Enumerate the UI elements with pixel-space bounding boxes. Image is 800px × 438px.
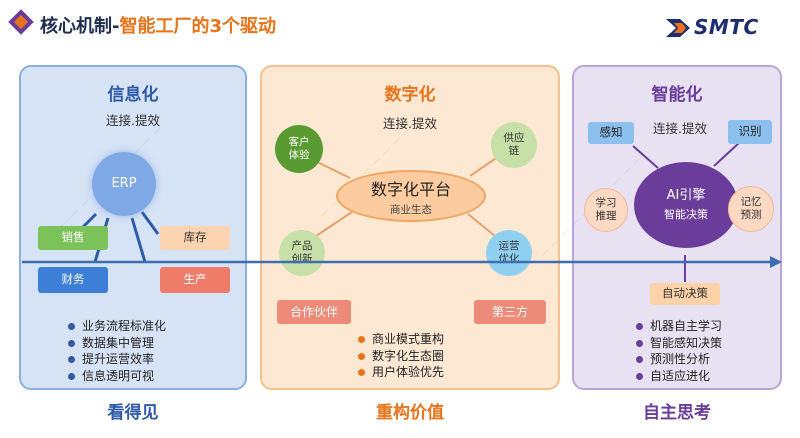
- node-customer-experience: 客户 体验: [275, 125, 323, 173]
- smtc-logo-mark-icon: [666, 19, 690, 37]
- chip-finance: 财务: [38, 267, 108, 293]
- info-subtitle: 连接.提效: [106, 113, 160, 128]
- node-memory-prediction: 记忆 预测: [728, 186, 774, 232]
- smart-bullet-list: 机器自主学习 智能感知决策 预测性分析 自适应进化: [636, 318, 722, 384]
- company-logo: SMTC: [694, 15, 759, 39]
- chip-recognition: 识别: [728, 120, 772, 144]
- info-bullet: 信息透明可视: [68, 368, 166, 385]
- chip-finance-label: 财务: [61, 272, 85, 287]
- title-accent: 智能工厂的3个驱动: [119, 16, 277, 37]
- title-prefix: 核心机制-: [40, 16, 120, 37]
- chip-perception-label: 感知: [599, 125, 623, 140]
- chip-third-label: 第三方: [491, 305, 528, 319]
- ai-engine-title: AI引擎: [666, 188, 706, 203]
- digital-bullet-list: 商业模式重构 数字化生态圈 用户体验优先: [358, 331, 444, 381]
- panel-digitalization: [260, 65, 560, 390]
- info-footer: 看得见: [107, 403, 159, 423]
- node-learning-label: 学习 推理: [595, 196, 617, 222]
- chip-inventory-label: 库存: [183, 230, 207, 245]
- smart-bullet: 机器自主学习: [636, 318, 722, 335]
- info-bullet: 数据集中管理: [68, 335, 166, 352]
- chip-partner-label: 合作伙伴: [289, 305, 338, 319]
- chip-auto-decision: 自动决策: [650, 283, 720, 305]
- node-customer-label: 客户 体验: [288, 135, 310, 161]
- node-learning-reasoning: 学习 推理: [584, 188, 628, 232]
- smart-footer: 自主思考: [643, 403, 711, 423]
- digital-bullet: 数字化生态圈: [358, 348, 444, 365]
- digital-platform-title: 数字化平台: [370, 179, 451, 199]
- info-bullet: 业务流程标准化: [68, 318, 166, 335]
- node-supply-label: 供应 链: [503, 131, 525, 157]
- node-memory-label: 记忆 预测: [740, 195, 762, 221]
- digital-bullet: 用户体验优先: [358, 364, 444, 381]
- ai-engine-sub: 智能决策: [664, 208, 708, 222]
- smart-bullet: 智能感知决策: [636, 335, 722, 352]
- digital-footer: 重构价值: [376, 403, 444, 423]
- chip-sales: 销售: [38, 226, 108, 250]
- digital-platform-sub: 商业生态: [390, 203, 432, 216]
- node-operation-optimization: 运营 优化: [486, 230, 532, 276]
- page-title: 核心机制-智能工厂的3个驱动: [40, 12, 276, 38]
- header-diamond-icon: [8, 9, 34, 35]
- chip-partner: 合作伙伴: [277, 300, 351, 324]
- smart-bullet: 自适应进化: [636, 368, 722, 385]
- info-bullet-list: 业务流程标准化 数据集中管理 提升运营效率 信息透明可视: [68, 318, 166, 384]
- digital-bullet: 商业模式重构: [358, 331, 444, 348]
- chip-third-party: 第三方: [474, 300, 546, 324]
- erp-label: ERP: [111, 175, 137, 191]
- chip-production: 生产: [160, 267, 230, 293]
- chip-production-label: 生产: [183, 272, 207, 287]
- info-bullet: 提升运营效率: [68, 351, 166, 368]
- smart-bullet: 预测性分析: [636, 351, 722, 368]
- info-title: 信息化: [107, 85, 159, 105]
- chip-perception: 感知: [588, 122, 634, 144]
- chip-inventory: 库存: [160, 226, 230, 250]
- digital-subtitle: 连接.提效: [383, 116, 437, 131]
- chip-auto-label: 自动决策: [662, 286, 708, 301]
- smart-title: 智能化: [651, 85, 703, 105]
- smart-subtitle: 连接.提效: [653, 121, 707, 136]
- digital-platform-ellipse: 数字化平台 商业生态: [336, 170, 486, 222]
- digital-title: 数字化: [384, 85, 436, 105]
- chip-sales-label: 销售: [61, 230, 85, 245]
- erp-circle: ERP: [92, 152, 156, 216]
- ai-engine-circle: AI引擎 智能决策: [634, 162, 738, 248]
- chip-recognition-label: 识别: [738, 124, 762, 139]
- node-supply-chain: 供应 链: [491, 122, 537, 168]
